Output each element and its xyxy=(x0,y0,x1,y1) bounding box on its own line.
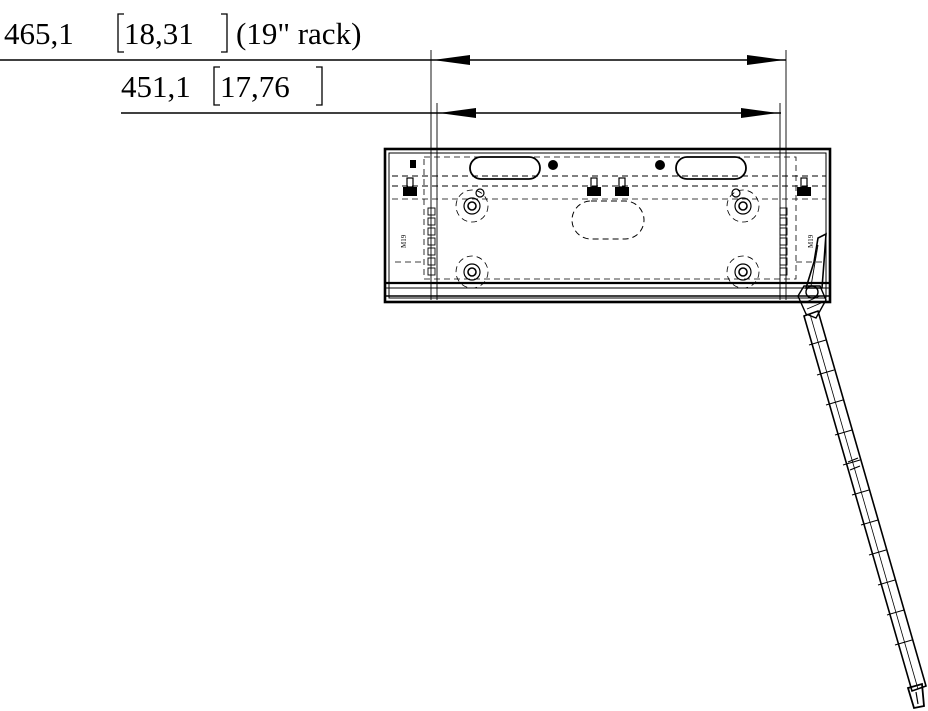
handle-slot-left xyxy=(469,156,541,180)
door-detail-mid xyxy=(847,457,861,471)
mounting-stud-top-left xyxy=(455,188,489,223)
dimension-inner: 451,1 17,76 xyxy=(121,66,781,300)
marker-square-left xyxy=(410,160,416,168)
mounting-stud-bottom-left xyxy=(455,255,489,289)
inner-arrow-left xyxy=(439,108,476,118)
rack-holes-left xyxy=(427,207,436,276)
screw-dot-right xyxy=(655,160,665,170)
clip-center-left-top xyxy=(590,177,598,188)
opened-door xyxy=(803,309,927,710)
part-label-left: M19 xyxy=(400,234,408,248)
mounting-stud-bottom-right xyxy=(726,255,760,289)
door-panel-outline xyxy=(803,309,927,693)
hinge-plate xyxy=(804,232,827,289)
clip-left-outer xyxy=(403,187,417,196)
enclosure-outline xyxy=(383,147,832,304)
door-ribs xyxy=(808,339,913,646)
center-cutout-dashed xyxy=(571,200,645,240)
outer-dimension-value: 465,1 xyxy=(4,16,74,51)
outer-dimension-note: (19" rack) xyxy=(236,16,361,51)
clip-center-right-top xyxy=(618,177,626,188)
outer-arrow-right xyxy=(747,55,784,65)
inner-bracket-left xyxy=(213,66,220,106)
outer-bracket-left xyxy=(117,13,124,53)
inner-dimension-value: 451,1 xyxy=(121,69,191,104)
inner-dimension-inch: 17,76 xyxy=(220,69,290,104)
outer-bracket-right xyxy=(221,13,228,53)
inner-panel-dashed xyxy=(423,156,797,280)
mounting-stud-top-right xyxy=(726,188,760,223)
dimension-outer: 465,1 18,31 (19" rack) xyxy=(0,13,787,300)
outer-arrow-left xyxy=(433,55,470,65)
inner-bracket-right xyxy=(316,66,323,106)
door-latch xyxy=(906,682,925,710)
inner-arrow-right xyxy=(741,108,778,118)
clip-center-left xyxy=(587,187,601,196)
clip-right-outer xyxy=(797,187,811,196)
handle-slot-right xyxy=(675,156,747,180)
enclosure-body: M19 M19 xyxy=(383,147,832,304)
clip-left-outer-top xyxy=(406,177,414,188)
part-label-right: M19 xyxy=(807,234,815,248)
door-panel-inner-line xyxy=(809,313,919,690)
rack-holes-right xyxy=(779,207,788,276)
enclosure-inner-outline xyxy=(388,152,827,299)
hinge-knuckle xyxy=(797,285,827,319)
clip-center-right xyxy=(615,187,629,196)
outer-dimension-inch: 18,31 xyxy=(124,16,194,51)
screw-dot-left xyxy=(548,160,558,170)
clip-right-outer-top xyxy=(800,177,808,188)
hinge-bracket xyxy=(797,232,827,319)
